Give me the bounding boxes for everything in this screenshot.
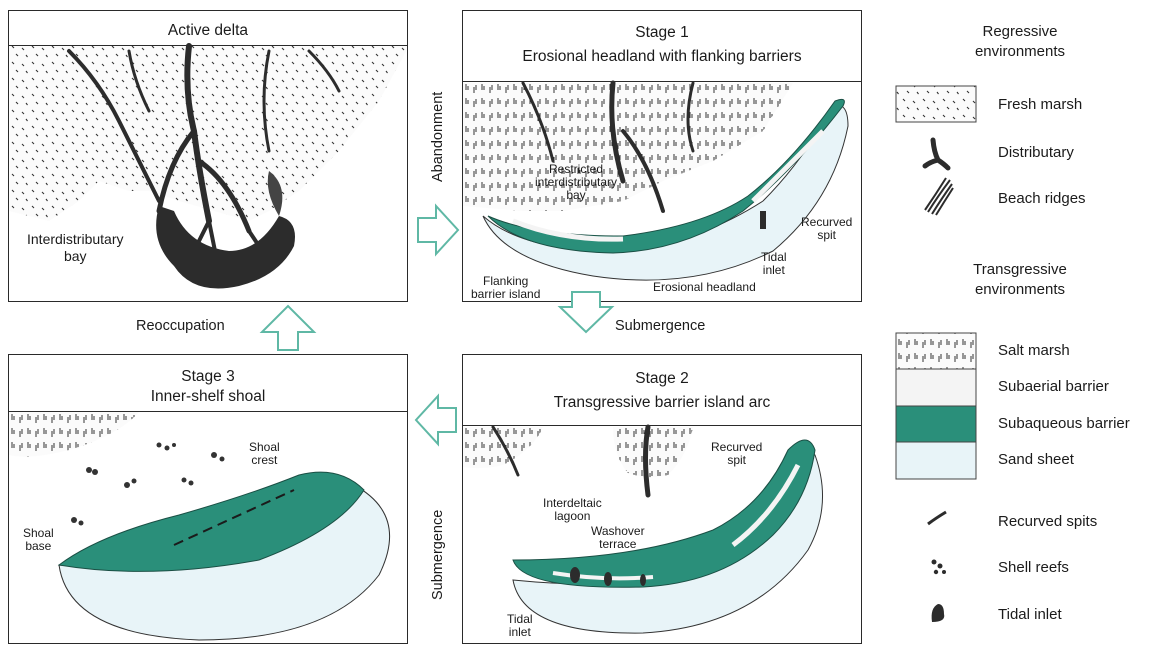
stage1-recurved-spit-label: Recurved spit — [801, 216, 852, 242]
transgressive-heading: Transgressive environments — [935, 260, 1105, 300]
active-delta-panel: Active delta Interdistributary bay — [8, 10, 408, 302]
stage3-panel: Stage 3 Inner-shelf shoal Shoal crest Sh… — [8, 354, 408, 644]
legend-sand-sheet: Sand sheet — [998, 451, 1074, 469]
regressive-heading: Regressive environments — [935, 22, 1105, 62]
tidal-inlet-icon — [932, 604, 945, 622]
legend-salt-marsh: Salt marsh — [998, 342, 1070, 360]
erosional-headland-label: Erosional headland — [653, 281, 756, 294]
arrow-left — [416, 396, 456, 444]
flanking-barrier-label: Flanking barrier island — [471, 275, 540, 301]
stage1-tidal-inlet-label: Tidal inlet — [761, 251, 787, 277]
subaqueous-barrier-swatch — [896, 406, 976, 442]
stage1-panel: Stage 1 Erosional headland with flanking… — [462, 10, 862, 302]
stage2-tidal-inlet-label: Tidal inlet — [507, 613, 533, 639]
stage1-map — [463, 11, 862, 302]
legend-fresh-marsh: Fresh marsh — [998, 96, 1082, 114]
arrow-up — [262, 306, 314, 350]
stage2-map — [463, 355, 862, 644]
washover-terrace-label: Washover terrace — [591, 525, 645, 551]
recurved-spits-icon — [928, 512, 946, 524]
sand-sheet-swatch — [896, 442, 976, 479]
submergence-label-1: Submergence — [615, 318, 705, 334]
arrow-right — [418, 206, 458, 254]
distributary-icon — [925, 140, 948, 168]
beach-ridges-icon — [925, 178, 953, 215]
legend-shell-reefs: Shell reefs — [998, 559, 1069, 577]
legend-subaqueous-barrier: Subaqueous barrier — [998, 415, 1130, 433]
reoccupation-label: Reoccupation — [136, 318, 225, 334]
legend-subaerial-barrier: Subaerial barrier — [998, 378, 1109, 396]
legend-tidal-inlet: Tidal inlet — [998, 606, 1062, 624]
restricted-bay-label: Restricted interdistributary bay — [535, 163, 617, 202]
salt-marsh-swatch — [896, 333, 976, 369]
abandonment-label: Abandonment — [430, 92, 446, 182]
interdeltaic-lagoon-label: Interdeltaic lagoon — [543, 497, 602, 523]
legend-recurved-spits: Recurved spits — [998, 513, 1097, 531]
stage3-map — [9, 355, 408, 644]
legend-distributary: Distributary — [998, 144, 1074, 162]
legend-beach-ridges: Beach ridges — [998, 190, 1086, 208]
shoal-base-label: Shoal base — [23, 527, 54, 553]
stage2-panel: Stage 2 Transgressive barrier island arc… — [462, 354, 862, 644]
delta-front-lobe — [156, 206, 295, 289]
shoal-crest-label: Shoal crest — [249, 441, 280, 467]
submergence-label-2: Submergence — [430, 510, 446, 600]
interdistributary-bay-label: Interdistributary bay — [27, 231, 123, 265]
stage2-recurved-spit-label: Recurved spit — [711, 441, 762, 467]
subaerial-barrier-swatch — [896, 369, 976, 406]
shell-reefs-icon — [932, 560, 947, 575]
fresh-marsh-swatch — [896, 86, 976, 122]
